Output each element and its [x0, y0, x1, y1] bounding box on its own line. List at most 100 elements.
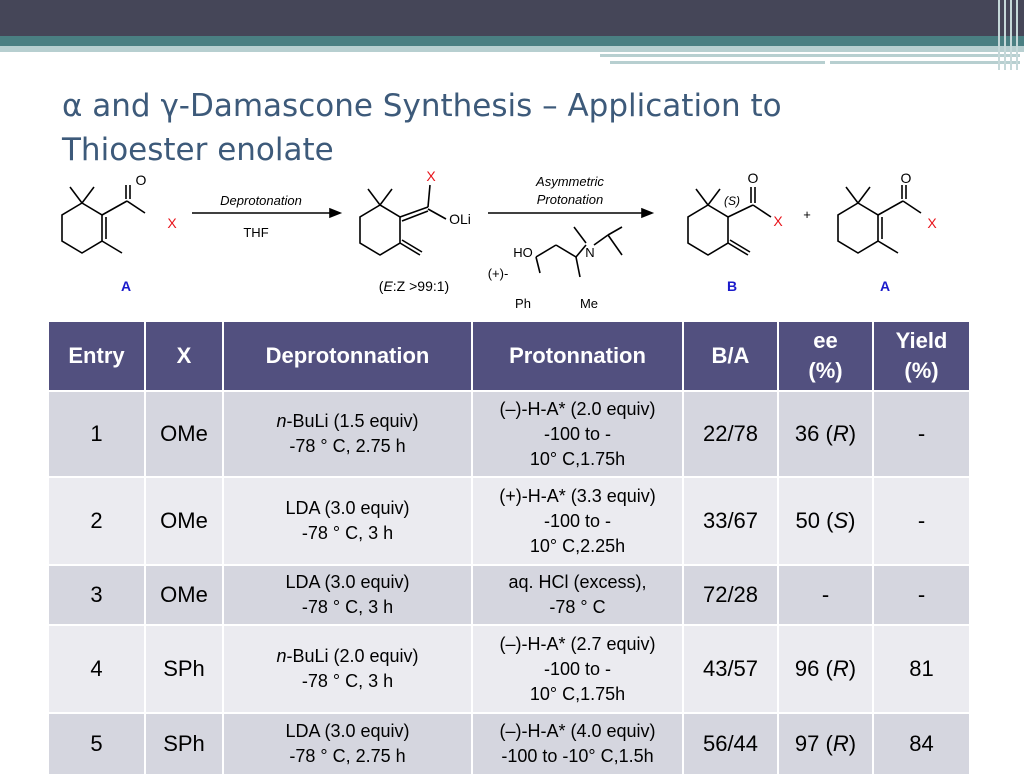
header-yield: Yield (%) — [872, 320, 971, 392]
prot-line-3: 10° C,1.75h — [529, 683, 626, 704]
top-banner — [0, 0, 1024, 36]
deprot-prefix: n — [276, 411, 287, 431]
ee-value: 50 ( — [795, 508, 834, 533]
table-row: 1 OMe n-BuLi (1.5 equiv)-78 ° C, 2.75 h … — [47, 390, 971, 478]
ee-value: 36 ( — [794, 421, 833, 446]
header-yield-line-1: Yield — [895, 328, 948, 353]
ee-close: ) — [848, 421, 857, 446]
enolate-oli-label: OLi — [449, 211, 471, 227]
ee-close: ) — [848, 731, 857, 756]
cell-deprotonnation: LDA (3.0 equiv) -78 ° C, 3 h — [222, 564, 473, 626]
cell-entry: 2 — [47, 476, 146, 566]
deprot-line-2: -78 ° C, 3 h — [301, 523, 394, 543]
deprot-line-2: -78 ° C, 3 h — [301, 597, 394, 617]
ee-config: S — [833, 508, 849, 533]
enolate-x-label: X — [426, 168, 436, 184]
cell-yield: - — [872, 390, 971, 478]
accent-lines — [600, 54, 1020, 70]
header-protonnation: Protonnation — [471, 320, 684, 392]
cell-ee: 36 (R) — [777, 390, 874, 478]
cell-ba: 33/67 — [682, 476, 779, 566]
cell-entry: 5 — [47, 712, 146, 776]
slide-title-line-1: α and γ-Damascone Synthesis – Applicatio… — [62, 88, 782, 124]
ee-config: R — [832, 656, 849, 681]
cell-yield: - — [872, 564, 971, 626]
light-banner-stripe — [0, 46, 1024, 52]
atom-o-label: O — [136, 172, 147, 188]
cell-deprotonnation: n-BuLi (2.0 equiv) -78 ° C, 3 h — [222, 624, 473, 714]
compound-b-stereo-label: (S) — [724, 194, 740, 208]
compound-b-x-label: X — [773, 213, 783, 229]
plus-sign: + — [803, 207, 811, 222]
deprot-prefix: n — [276, 646, 287, 666]
step1-solvent-label: THF — [243, 225, 268, 240]
table-row: 2 OMe LDA (3.0 equiv)-78 ° C, 3 h (+)-H-… — [47, 476, 971, 566]
header-ee-line-2: (%) — [808, 358, 843, 383]
deprot-line-1: -BuLi (1.5 equiv) — [286, 411, 419, 431]
reagent-sign-label: (+)- — [488, 266, 509, 281]
cell-deprotonnation: LDA (3.0 equiv)-78 ° C, 2.75 h — [222, 712, 473, 776]
cell-ba: 72/28 — [682, 564, 779, 626]
deprot-line-1: -BuLi (2.0 equiv) — [286, 646, 419, 666]
prot-line-3: 10° C,2.25h — [529, 535, 626, 556]
table-header-row: Entry X Deprotonnation Protonnation B/A … — [47, 320, 971, 392]
cell-ee: - — [777, 564, 874, 626]
step2-label-line-2: Protonation — [537, 192, 604, 207]
prot-line-2: -78 ° C — [549, 597, 606, 617]
cell-entry: 3 — [47, 564, 146, 626]
prot-line-1: (+)-H-A* (3.3 equiv) — [499, 485, 656, 506]
results-table: Entry X Deprotonnation Protonnation B/A … — [47, 320, 971, 776]
cell-ee: 97 (R) — [777, 712, 874, 776]
prot-line-2: -100 to -10° C,1.5h — [501, 746, 654, 766]
deprot-line-1: LDA (3.0 equiv) — [285, 498, 410, 518]
cell-protonnation: (–)-H-A* (4.0 equiv) -100 to -10° C,1.5h — [471, 712, 684, 776]
cell-yield: 81 — [872, 624, 971, 714]
vertical-accent-lines — [994, 0, 1024, 70]
enolate-ratio-label: (E:Z >99:1) — [379, 278, 449, 294]
cell-ba: 22/78 — [682, 390, 779, 478]
ee-config: R — [832, 731, 849, 756]
atom-x-label: X — [167, 215, 177, 231]
cell-entry: 4 — [47, 624, 146, 714]
prot-line-1: (–)-H-A* (4.0 equiv) — [499, 721, 656, 741]
reagent-me-label: Me — [580, 296, 598, 311]
cell-entry: 1 — [47, 390, 146, 478]
header-yield-line-2: (%) — [904, 358, 939, 383]
cell-ee: 50 (S) — [777, 476, 874, 566]
compound-a-label: A — [121, 278, 131, 294]
table-row: 3 OMe LDA (3.0 equiv) -78 ° C, 3 h aq. HC… — [47, 564, 971, 626]
header-ee: ee(%) — [777, 320, 874, 392]
prot-line-1: aq. HCl (excess), — [508, 572, 647, 592]
compound-a2-label: A — [880, 278, 890, 294]
step1-reagent-label: Deprotonation — [220, 193, 302, 208]
deprot-line-2: -78 ° C, 2.75 h — [289, 436, 406, 456]
cell-ba: 56/44 — [682, 712, 779, 776]
cell-protonnation: (–)-H-A* (2.0 equiv)-100 to -10° C,1.75h — [471, 390, 684, 478]
cell-protonnation: (–)-H-A* (2.7 equiv) -100 to - 10° C,1.75h — [471, 624, 684, 714]
cell-x: OMe — [144, 564, 224, 626]
ee-close: ) — [848, 656, 857, 681]
ee-close: ) — [848, 508, 856, 533]
cell-protonnation: (+)-H-A* (3.3 equiv)-100 to -10° C,2.25h — [471, 476, 684, 566]
reagent-ph-label: Ph — [515, 296, 531, 311]
table-row: 4 SPh n-BuLi (2.0 equiv) -78 ° C, 3 h (–)… — [47, 624, 971, 714]
prot-line-1: (–)-H-A* (2.0 equiv) — [499, 398, 656, 419]
slide-title: α and γ-Damascone Synthesis – Applicatio… — [62, 84, 962, 172]
ee-config: R — [832, 421, 849, 446]
cell-x: SPh — [144, 712, 224, 776]
compound-a2-x-label: X — [927, 215, 937, 231]
compound-b-label: B — [727, 278, 737, 294]
deprot-line-2: -78 ° C, 3 h — [301, 671, 394, 691]
deprot-line-1: LDA (3.0 equiv) — [285, 721, 410, 741]
cell-deprotonnation: LDA (3.0 equiv) -78 ° C, 3 h — [222, 476, 473, 566]
prot-line-2: -100 to - — [543, 658, 612, 679]
prot-line-1: (–)-H-A* (2.7 equiv) — [499, 633, 656, 654]
header-deprotonnation: Deprotonnation — [222, 320, 473, 392]
compound-a2-o-label: O — [901, 170, 912, 186]
cell-deprotonnation: n-BuLi (1.5 equiv) -78 ° C, 2.75 h — [222, 390, 473, 478]
slide-title-line-2: Thioester enolate — [62, 132, 334, 168]
deprot-line-1: LDA (3.0 equiv) — [285, 572, 410, 592]
header-entry: Entry — [47, 320, 146, 392]
cell-x: SPh — [144, 624, 224, 714]
teal-banner-stripe — [0, 36, 1024, 46]
